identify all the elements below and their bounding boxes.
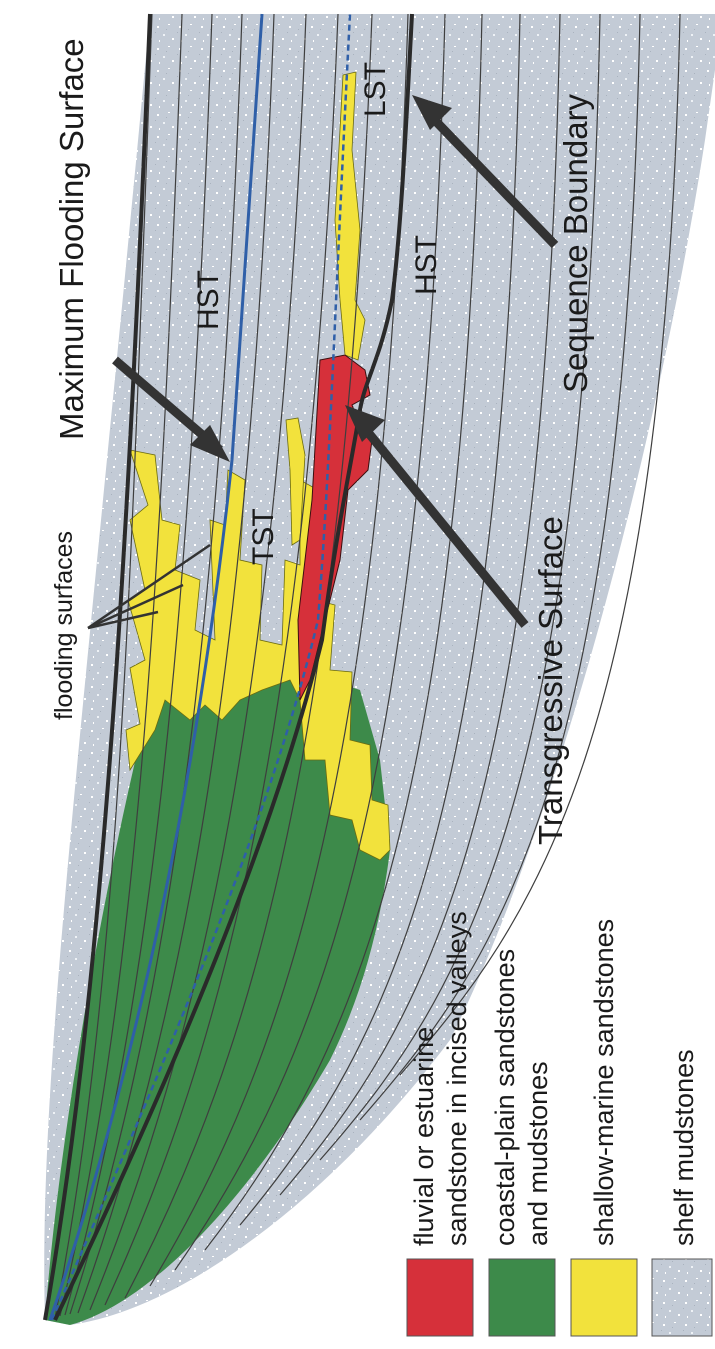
label-maximum-flooding-surface: Maximum Flooding Surface: [53, 38, 90, 440]
label-hst-lower: HST: [410, 235, 443, 295]
legend-label-shallow: shallow-marine sandstones: [589, 919, 619, 1246]
legend-label-incised-line2: sandstone in incised valleys: [442, 911, 472, 1246]
legend-swatch-shallow: [571, 1259, 637, 1336]
legend-label-coastal-line1: coastal-plain sandstones: [490, 949, 520, 1246]
legend: fluvial or estuarine sandstone in incise…: [407, 911, 712, 1336]
label-flooding-surfaces: flooding surfaces: [50, 531, 78, 720]
legend-swatch-coastal: [489, 1259, 555, 1336]
label-sequence-boundary: Sequence Boundary: [557, 93, 594, 393]
label-lst: LST: [359, 62, 392, 117]
label-hst-upper: HST: [192, 270, 225, 330]
legend-label-coastal-line2: and mudstones: [523, 1061, 553, 1246]
label-transgressive-surface: Transgressive Surface: [532, 516, 569, 845]
label-tst: TST: [247, 508, 280, 565]
legend-swatch-incised: [407, 1259, 473, 1336]
legend-label-shelf: shelf mudstones: [669, 1049, 699, 1246]
legend-label-incised-line1: fluvial or estuarine: [409, 1027, 439, 1246]
legend-swatch-shelf: [652, 1259, 712, 1336]
